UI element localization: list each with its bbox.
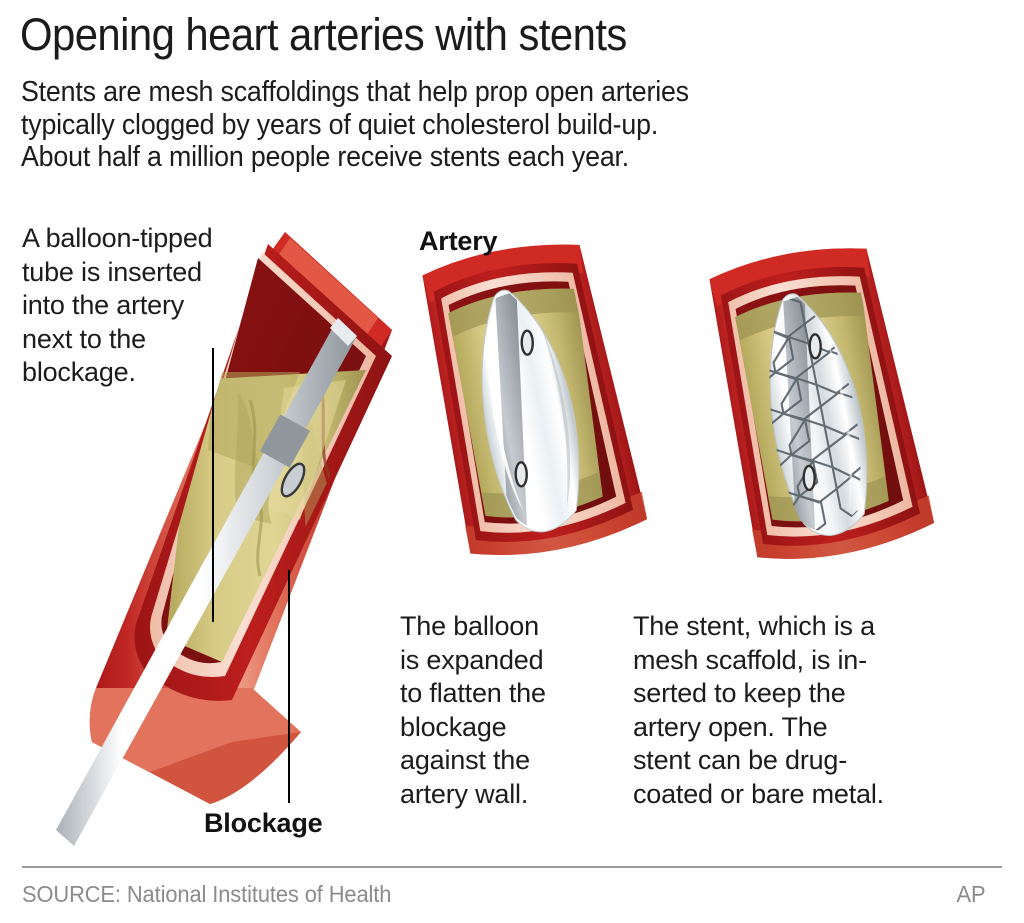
caption-stent-placement: The stent, which is a mesh scaffold, is …	[633, 610, 1003, 811]
caption-right-line-4: artery open. The	[633, 711, 828, 742]
caption-right-line-3: serted to keep the	[633, 678, 846, 708]
catheter-marker-band	[259, 414, 311, 468]
footer-divider	[22, 866, 1002, 868]
artery-bottom-shadow	[150, 732, 301, 804]
balloon-tipped-catheter	[56, 318, 357, 846]
illustration-artery-with-inflated-balloon	[422, 244, 648, 555]
leader-line-balloon-caption	[212, 348, 214, 622]
balloon-gloss	[488, 315, 524, 511]
balloon-marker-top	[520, 329, 534, 356]
stent-gloss	[817, 315, 853, 511]
caption-right-line-5: stent can be drug-	[633, 745, 848, 775]
caption-left-line-5: blockage.	[22, 357, 136, 387]
agency-credit: AP	[956, 881, 986, 907]
caption-left-line-4: next to the	[22, 323, 146, 354]
caption-right-line-1: The stent, which is a	[633, 611, 875, 641]
artery-top-highlight	[278, 238, 378, 336]
source-credit: SOURCE: National Institutes of Health	[22, 881, 392, 907]
subtitle-line-3: About half a million people receive sten…	[21, 141, 630, 173]
caption-left-line-2: tube is inserted	[22, 256, 202, 287]
illustration-artery-with-stent	[709, 248, 935, 559]
caption-mid-line-2: is expanded	[400, 644, 544, 675]
stent-marker-top	[808, 333, 822, 360]
caption-mid-line-6: artery wall.	[400, 778, 529, 809]
subtitle-line-1: Stents are mesh scaffoldings that help p…	[21, 76, 689, 108]
leader-line-blockage-label	[288, 570, 290, 803]
page-title: Opening heart arteries with stents	[20, 9, 627, 60]
balloon-edge-shadow	[536, 314, 571, 509]
caption-left-line-1: A balloon-tipped	[22, 223, 213, 253]
caption-mid-line-1: The balloon	[400, 611, 539, 641]
stent-marker-bottom	[802, 464, 816, 492]
label-artery: Artery	[419, 226, 498, 256]
page-subtitle: Stents are mesh scaffoldings that help p…	[21, 76, 952, 174]
inflated-balloon	[481, 289, 580, 536]
caption-mid-line-3: to flatten the	[400, 678, 546, 708]
caption-left-line-3: into the artery	[22, 290, 185, 320]
caption-mid-line-4: blockage	[400, 711, 507, 742]
caption-balloon-expansion: The balloon is expanded to flatten the b…	[400, 610, 635, 811]
subtitle-line-2: typically clogged by years of quiet chol…	[21, 108, 659, 141]
caption-balloon-insertion: A balloon-tipped tube is inserted into t…	[22, 222, 312, 390]
balloon-marker-bottom	[514, 461, 528, 488]
caption-mid-line-5: against the	[400, 745, 530, 775]
caption-right-line-6: coated or bare metal.	[633, 778, 884, 809]
illustration-artery-with-catheter	[56, 232, 392, 846]
label-blockage: Blockage	[204, 808, 323, 838]
caption-right-line-2: mesh scaffold, is in-	[633, 644, 867, 675]
catheter-oval-marker	[280, 462, 306, 498]
catheter-tip	[330, 318, 357, 346]
